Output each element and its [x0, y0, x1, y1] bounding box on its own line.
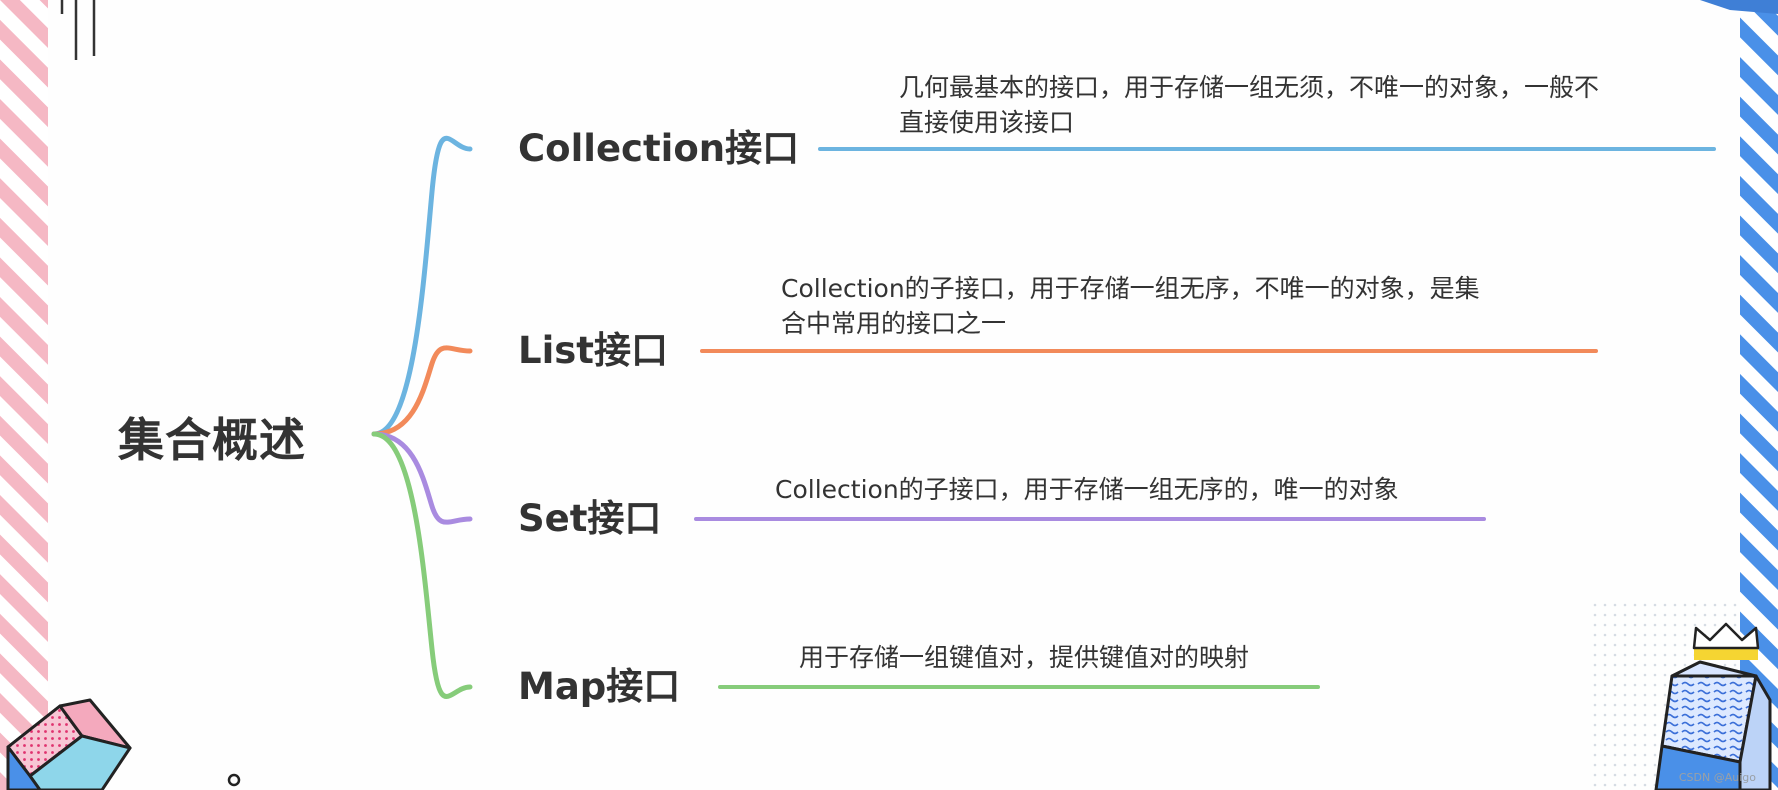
node-desc-collection-line2: 直接使用该接口: [899, 105, 1599, 140]
small-circle-decoration: [229, 775, 239, 785]
node-desc-collection-line1: 几何最基本的接口，用于存储一组无须，不唯一的对象，一般不: [899, 70, 1599, 105]
node-desc-set: Collection的子接口，用于存储一组无序的，唯一的对象: [775, 472, 1399, 507]
node-label-list: List接口: [518, 332, 668, 369]
root-node-title: 集合概述: [118, 404, 306, 470]
top-left-tick-decoration: [62, 0, 94, 60]
node-label-set: Set接口: [518, 500, 661, 537]
node-desc-set-line1: Collection的子接口，用于存储一组无序的，唯一的对象: [775, 472, 1399, 507]
node-desc-list: Collection的子接口，用于存储一组无序，不唯一的对象，是集 合中常用的接…: [781, 271, 1480, 341]
connector-list: [374, 348, 470, 434]
watermark: CSDN @Auigo: [1679, 771, 1756, 784]
right-stripe-band: [1740, 0, 1778, 790]
description-underlines: [696, 149, 1714, 687]
connector-set: [374, 434, 470, 522]
node-label-map: Map接口: [518, 668, 680, 705]
left-stripe-band: [0, 0, 48, 790]
node-desc-list-line2: 合中常用的接口之一: [781, 306, 1480, 341]
top-right-corner-decoration: [1700, 0, 1778, 14]
node-desc-list-line1: Collection的子接口，用于存储一组无序，不唯一的对象，是集: [781, 271, 1480, 306]
mindmap-connectors: [374, 138, 470, 696]
node-label-collection: Collection接口: [518, 130, 799, 167]
node-desc-collection: 几何最基本的接口，用于存储一组无须，不唯一的对象，一般不 直接使用该接口: [899, 70, 1599, 140]
node-desc-map-line1: 用于存储一组键值对，提供键值对的映射: [799, 640, 1249, 675]
node-desc-map: 用于存储一组键值对，提供键值对的映射: [799, 640, 1249, 675]
